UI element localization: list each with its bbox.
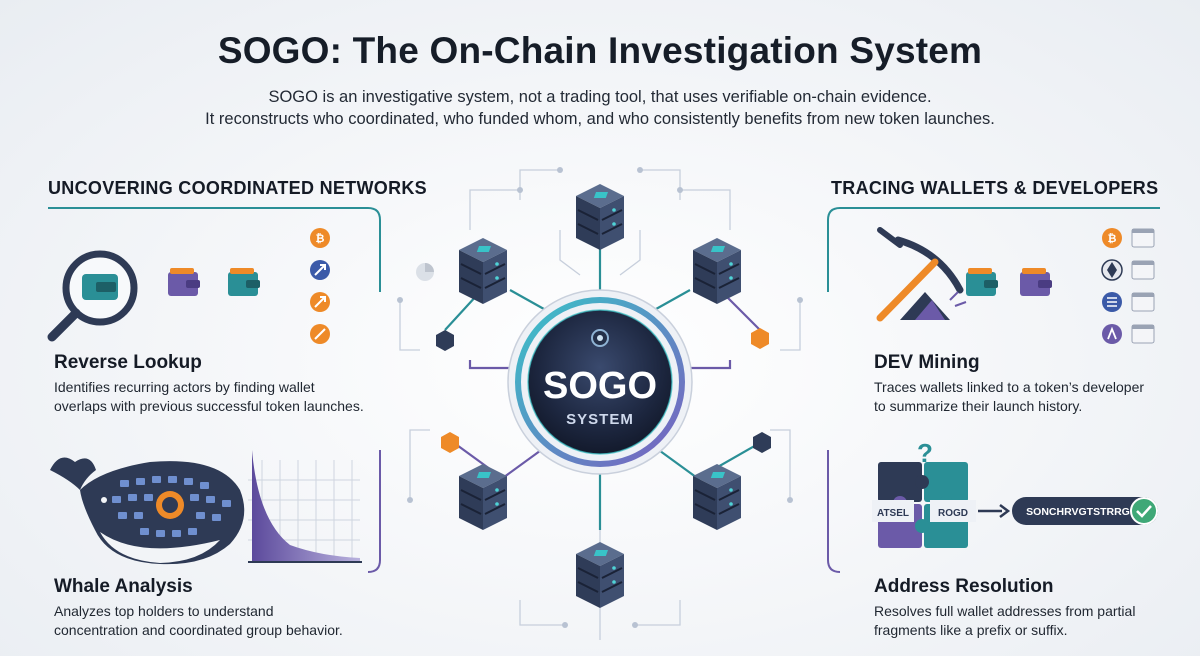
- address-resolution-title: Address Resolution: [874, 576, 1054, 597]
- resolved-address-text: SONCHRVGTSTRRG: [1026, 506, 1130, 518]
- puzzle-label-left: ATSEL: [877, 508, 909, 519]
- cube-left-upper: [436, 330, 454, 351]
- pickaxe-icon: [876, 227, 967, 322]
- svg-text:₿: ₿: [1108, 233, 1117, 245]
- wallet-icon: [228, 268, 260, 296]
- resolve-arrow: [978, 504, 1011, 518]
- wallet-icon: [1020, 268, 1052, 296]
- server-upper-right: [692, 237, 742, 305]
- subtitle-line-1: SOGO is an investigative system, not a t…: [268, 88, 932, 106]
- wallet-icon: [966, 268, 998, 296]
- token-coin-icon: [1102, 324, 1122, 344]
- calendar-icons: [1131, 228, 1155, 344]
- pie-glyph: [416, 263, 434, 281]
- page-title: SOGO: The On-Chain Investigation System: [217, 30, 983, 71]
- bitcoin-coin-icon: [1102, 228, 1122, 248]
- cube-left-lower: [441, 432, 459, 453]
- right-bracket-bottom: [827, 450, 841, 573]
- dev-mining-desc-1: Traces wallets linked to a token’s devel…: [874, 379, 1145, 395]
- bitcoin-coin-icon: [310, 228, 330, 248]
- reverse-lookup-title: Reverse Lookup: [54, 352, 202, 373]
- subtitle-line-2: It reconstructs who coordinated, who fun…: [205, 110, 995, 128]
- server-upper-left: [458, 237, 508, 305]
- reverse-lookup-desc-1: Identifies recurring actors by finding w…: [54, 379, 315, 395]
- whale-analysis-title: Whale Analysis: [54, 576, 193, 597]
- svg-text:₿: ₿: [316, 233, 325, 245]
- question-mark: ?: [917, 438, 933, 468]
- left-bracket-bottom: [367, 450, 381, 573]
- coin-calendar-column: ₿: [1101, 228, 1155, 344]
- resolved-address-pill: SONCHRVGTSTRRG: [1012, 497, 1158, 525]
- whale-icon: [50, 457, 245, 565]
- crypto-coin-column: ₿: [310, 228, 330, 344]
- cube-right-lower: [753, 432, 771, 453]
- hub-label-sub: SYSTEM: [566, 411, 634, 428]
- dev-mining-desc-2: to summarize their launch history.: [874, 398, 1083, 414]
- hub-label-main: SOGO: [543, 365, 657, 407]
- server-top: [575, 183, 625, 251]
- puzzle-pieces-icon: ATSEL ROGD ?: [872, 438, 976, 548]
- whale-analysis-desc-2: concentration and coordinated group beha…: [54, 622, 343, 638]
- server-lower-left: [458, 463, 508, 531]
- right-section-heading: TRACING WALLETS & DEVELOPERS: [831, 178, 1159, 198]
- left-bracket-top: [48, 207, 381, 292]
- left-section-heading: UNCOVERING COORDINATED NETWORKS: [48, 178, 427, 198]
- dev-mining-title: DEV Mining: [874, 352, 980, 373]
- server-lower-right: [692, 463, 742, 531]
- address-resolution-desc-2: fragments like a prefix or suffix.: [874, 622, 1068, 638]
- server-bottom: [575, 541, 625, 609]
- whale-analysis-desc-1: Analyzes top holders to understand: [54, 603, 274, 619]
- magnifying-glass-wallet-icon: [47, 250, 138, 342]
- wallet-icon: [168, 268, 200, 296]
- puzzle-label-right: ROGD: [938, 508, 968, 519]
- sogo-hub: SOGO SYSTEM: [507, 289, 693, 475]
- check-icon: [1130, 497, 1158, 525]
- cube-right-upper: [751, 328, 769, 349]
- trace-nodes: [397, 167, 803, 628]
- distribution-chart-icon: [248, 450, 362, 563]
- right-bracket-top: [827, 207, 1160, 292]
- reverse-lookup-desc-2: overlaps with previous successful token …: [54, 398, 364, 414]
- address-resolution-desc-1: Resolves full wallet addresses from part…: [874, 603, 1136, 619]
